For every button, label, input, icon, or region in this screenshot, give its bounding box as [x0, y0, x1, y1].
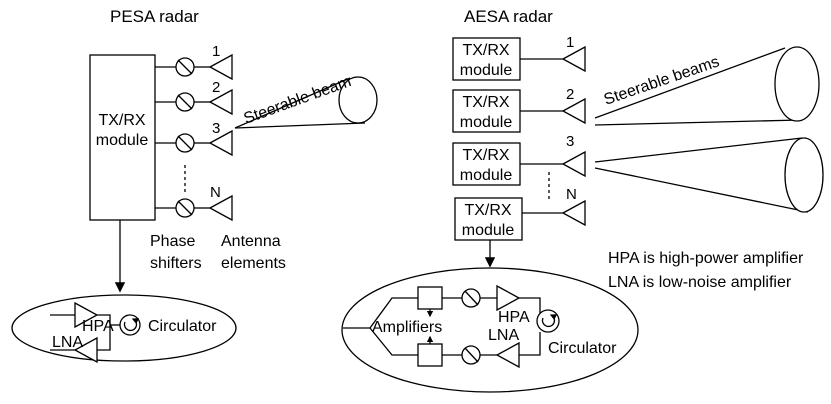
pesa-beam-label: Steerable beam [242, 73, 354, 128]
aesa-module-3 [452, 142, 521, 186]
phase-shifter-icon [461, 288, 481, 308]
pesa-phase-label-1: Phase [150, 233, 195, 250]
aesa-module-2-line-2: module [460, 114, 513, 131]
aesa-amplifiers-label: Amplifiers [372, 319, 442, 336]
hpa-amplifier-icon [496, 284, 521, 312]
aesa-module-3-line-1: TX/RX [462, 147, 509, 164]
aesa-element-num-1: 1 [566, 34, 574, 51]
phase-shifter-icon [175, 92, 195, 112]
aesa-module-n-line-1: TX/RX [464, 202, 511, 219]
pesa-element-num-n: N [210, 184, 221, 201]
pesa-module-label-1: TX/RX [98, 112, 145, 129]
antenna-icon [561, 199, 586, 227]
phase-shifter-icon [461, 345, 481, 365]
antenna-icon [208, 194, 233, 222]
pesa-hpa-label: HPA [82, 318, 114, 335]
antenna-icon [208, 129, 233, 157]
aesa-module-1-line-1: TX/RX [462, 42, 509, 59]
antenna-icon [561, 150, 586, 178]
phase-shifter-icon [175, 198, 195, 218]
pesa-element-num-2: 2 [212, 79, 220, 96]
aesa-title: AESA radar [464, 7, 553, 26]
antenna-icon [561, 97, 586, 125]
pesa-antenna-label-2: elements [221, 255, 286, 272]
aesa-hpa-label: HPA [498, 309, 530, 326]
antenna-icon [208, 88, 233, 116]
legend-hpa: HPA is high-power amplifier [608, 250, 804, 267]
circulator-icon [536, 309, 560, 333]
pesa-element-num-3: 3 [212, 120, 220, 137]
pesa-title: PESA radar [110, 7, 199, 26]
antenna-icon [561, 45, 586, 73]
aesa-element-num-3: 3 [566, 133, 574, 150]
pesa-txrx-module [89, 54, 156, 221]
pesa-antenna-label-1: Antenna [221, 233, 281, 250]
amplifier-box-lower [417, 343, 443, 367]
phase-shifter-icon [175, 57, 195, 77]
aesa-module-n-line-2: module [462, 222, 515, 239]
aesa-module-detail [341, 267, 639, 393]
aesa-module-3-line-2: module [460, 167, 513, 184]
aesa-module-n [454, 197, 523, 241]
pesa-module-label-2: module [96, 132, 149, 149]
pesa-steerable-beam [234, 76, 378, 129]
amplifier-box-upper [417, 286, 443, 310]
pesa-module-detail [11, 294, 237, 364]
pesa-antenna-lines [194, 66, 210, 209]
pesa-phase-shifters [175, 57, 195, 218]
aesa-element-num-n: N [566, 186, 577, 203]
aesa-circulator-label: Circulator [548, 340, 617, 357]
pesa-phase-label-2: shifters [150, 255, 202, 272]
aesa-module-1 [452, 37, 521, 81]
aesa-module-2 [452, 89, 521, 133]
pesa-antenna-elements [208, 53, 233, 222]
aesa-feed-lines [520, 58, 563, 214]
aesa-module-1-line-2: module [460, 62, 513, 79]
pesa-lna-label: LNA [52, 334, 83, 351]
pesa-element-num-1: 1 [212, 43, 220, 60]
pesa-feed-lines [155, 66, 176, 209]
aesa-steerable-beams [594, 46, 824, 213]
aesa-antenna-elements [561, 45, 586, 227]
aesa-lna-label: LNA [488, 327, 519, 344]
legend-lna: LNA is low-noise amplifier [608, 274, 792, 291]
phase-shifter-icon [175, 133, 195, 153]
aesa-beam-label: Steerable beams [602, 53, 722, 108]
aesa-module-2-line-1: TX/RX [462, 94, 509, 111]
antenna-icon [208, 53, 233, 81]
aesa-element-num-2: 2 [566, 86, 574, 103]
pesa-circulator-label: Circulator [148, 318, 217, 335]
